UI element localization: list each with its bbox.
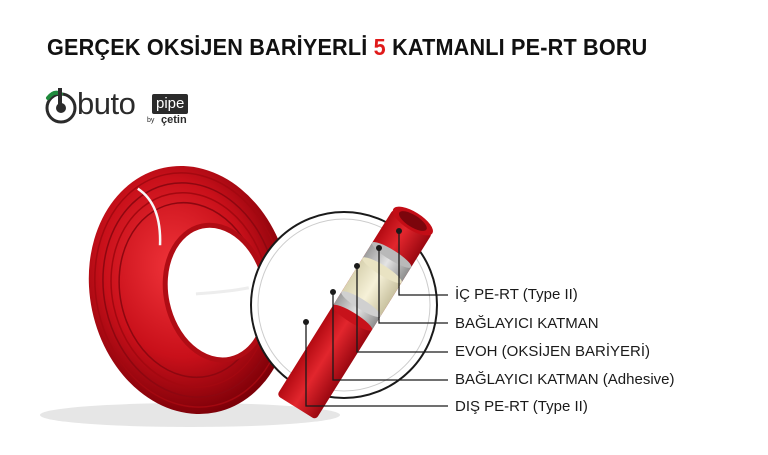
layer-label-outer-pert: DIŞ PE-RT (Type II) (455, 398, 588, 415)
logo-brand: çetin (161, 114, 187, 126)
layer-label-adhesive: BAĞLAYICI KATMAN (Adhesive) (455, 371, 675, 388)
logo-pipe-badge: pipe (152, 94, 189, 114)
pipe-coil (88, 165, 292, 415)
layer-label-tie-layer: BAĞLAYICI KATMAN (455, 315, 599, 332)
logo-wordmark: buto (77, 86, 136, 121)
coil-shadow (40, 403, 340, 427)
leader-dots (303, 228, 402, 325)
title-suffix: KATMANLI PE-RT BORU (385, 34, 648, 60)
leader-lines (305, 231, 448, 407)
layer-label-inner-pert: İÇ PE-RT (Type II) (455, 286, 578, 303)
logo-by: by (147, 117, 155, 124)
butopipe-logo: buto pipe by çetin (44, 84, 204, 136)
layer-label-evoh: EVOH (OKSİJEN BARİYERİ) (455, 343, 651, 360)
page-title: GERÇEK OKSİJEN BARİYERLİ 5 KATMANLI PE-R… (47, 34, 647, 61)
title-layer-count: 5 (373, 34, 386, 60)
magnifier-inner-ring (257, 218, 431, 392)
logo-mark-icon (45, 88, 77, 124)
title-prefix: GERÇEK OKSİJEN BARİYERLİ (47, 34, 374, 60)
